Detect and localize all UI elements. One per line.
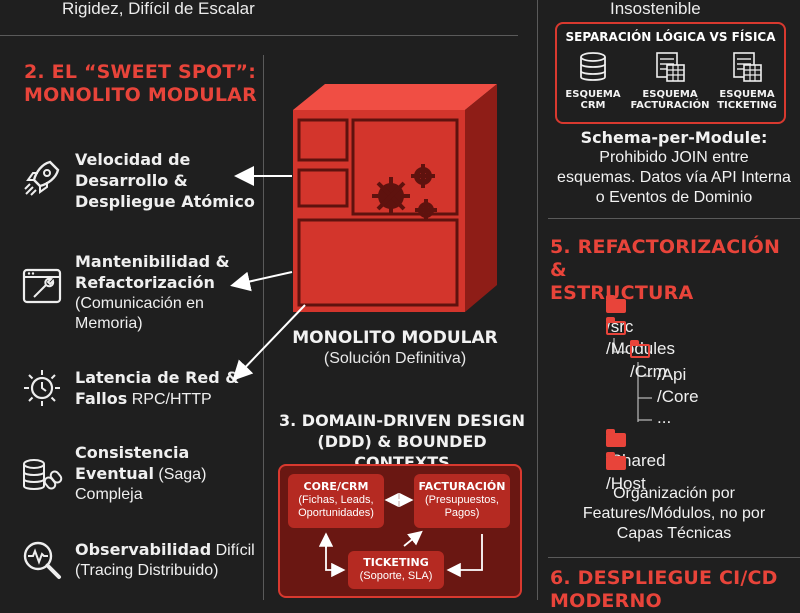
context-arrows bbox=[318, 492, 483, 578]
top-divider-left bbox=[0, 35, 518, 36]
schema-box-title: SEPARACIÓN LÓGICA VS FÍSICA bbox=[565, 30, 776, 44]
folder-icon bbox=[606, 295, 626, 313]
schema-crm: ESQUEMA CRM bbox=[560, 50, 626, 111]
section6-title: 6. DESPLIEGUE CI/CD MODERNO bbox=[550, 567, 778, 612]
column-divider-left bbox=[263, 55, 264, 600]
database-link-icon bbox=[23, 459, 63, 490]
top-right-fragment: Insostenible bbox=[610, 0, 701, 18]
folder-icon bbox=[606, 452, 626, 470]
folder-icon bbox=[606, 429, 626, 447]
top-left-fragment: Rigidez, Difícil de Escalar bbox=[62, 0, 255, 18]
latency-clock-icon bbox=[24, 370, 60, 406]
table-icon bbox=[733, 52, 762, 82]
folder-open-icon bbox=[606, 317, 626, 335]
section2-title: 2. EL “SWEET SPOT”: MONOLITO MODULAR bbox=[24, 61, 257, 106]
section5-title: 5. REFACTORIZACIÓN & ESTRUCTURA bbox=[550, 236, 781, 304]
monolith-cube-illustration bbox=[293, 84, 497, 312]
tree-api: /Api bbox=[657, 365, 687, 384]
rocket-icon bbox=[24, 160, 60, 196]
column-divider-right bbox=[537, 0, 538, 600]
tree-crm: /Crm bbox=[630, 340, 667, 382]
magnifier-pulse-icon bbox=[23, 541, 61, 579]
schema-separation-box bbox=[555, 22, 786, 124]
context-core-crm: CORE/CRM (Fichas, Leads, Oportunidades) bbox=[288, 474, 384, 528]
tree-connectors bbox=[613, 338, 652, 422]
schema-facturacion: ESQUEMA FACTURACIÓN bbox=[628, 50, 712, 111]
schema-note: Schema-per-Module: Prohibido JOIN entre … bbox=[557, 128, 791, 206]
right-divider-2 bbox=[548, 557, 800, 558]
context-facturacion: FACTURACIÓN (Presupuestos, Pagos) bbox=[414, 474, 510, 528]
connector-arrows bbox=[230, 166, 306, 381]
tree-ellipsis: ... bbox=[657, 408, 672, 427]
tree-core: /Core bbox=[657, 387, 699, 406]
right-divider-1 bbox=[548, 218, 800, 219]
monolith-subtitle: (Solución Definitiva) bbox=[323, 350, 467, 367]
table-icon bbox=[656, 52, 685, 82]
monolith-label: MONOLITO MODULAR bbox=[292, 328, 498, 348]
structure-note: Organización por Features/Módulos, no po… bbox=[582, 485, 766, 542]
tree-host: /Host bbox=[606, 452, 646, 494]
tree-modules: /Modules bbox=[606, 317, 675, 359]
context-ticketing: TICKETING (Soporte, SLA) bbox=[348, 551, 444, 589]
folder-open-icon bbox=[630, 340, 650, 358]
schema-ticketing: ESQUEMA TICKETING bbox=[712, 50, 782, 111]
database-icon bbox=[580, 52, 606, 81]
wrench-window-icon bbox=[22, 268, 62, 304]
